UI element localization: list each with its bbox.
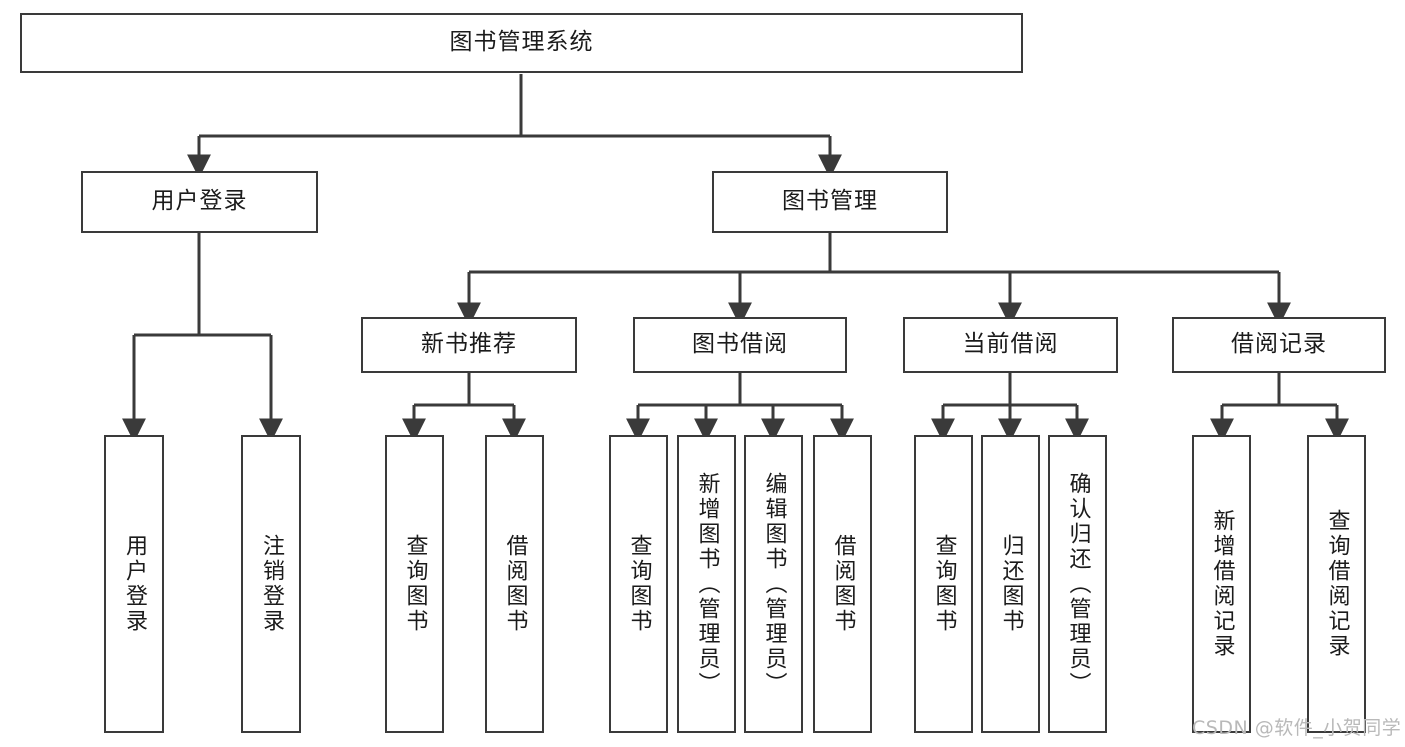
node-root-book-management-system[interactable]: 图书管理系统 bbox=[20, 13, 1023, 73]
node-label: 新书推荐 bbox=[421, 331, 517, 358]
node-label: 查询图书 bbox=[931, 534, 957, 634]
node-label: 查询图书 bbox=[626, 534, 652, 634]
node-label: 图书借阅 bbox=[692, 331, 788, 358]
leaf-add-borrow-record[interactable]: 新增借阅记录 bbox=[1192, 435, 1251, 733]
leaf-edit-book-admin[interactable]: 编辑图书（管理员） bbox=[744, 435, 803, 733]
node-label: 借阅图书 bbox=[502, 534, 528, 634]
node-label: 图书管理系统 bbox=[449, 29, 594, 56]
csdn-watermark: CSDN @软件_小贺同学 bbox=[1192, 717, 1402, 739]
node-label: 借阅图书 bbox=[830, 534, 856, 634]
node-current-borrow[interactable]: 当前借阅 bbox=[903, 317, 1118, 373]
node-label: 图书管理 bbox=[782, 188, 878, 215]
leaf-logout-login[interactable]: 注销登录 bbox=[241, 435, 301, 733]
node-label: 新增借阅记录 bbox=[1209, 509, 1235, 659]
node-label: 用户登录 bbox=[121, 534, 147, 634]
leaf-query-book-borrow[interactable]: 查询图书 bbox=[609, 435, 668, 733]
leaf-query-book-new-recommend[interactable]: 查询图书 bbox=[385, 435, 444, 733]
node-label: 借阅记录 bbox=[1231, 331, 1327, 358]
node-new-book-recommend[interactable]: 新书推荐 bbox=[361, 317, 577, 373]
leaf-user-login[interactable]: 用户登录 bbox=[104, 435, 164, 733]
leaf-query-book-current[interactable]: 查询图书 bbox=[914, 435, 973, 733]
node-label: 注销登录 bbox=[258, 534, 284, 634]
node-book-borrow[interactable]: 图书借阅 bbox=[633, 317, 847, 373]
leaf-borrow-book-new-recommend[interactable]: 借阅图书 bbox=[485, 435, 544, 733]
leaf-query-borrow-record[interactable]: 查询借阅记录 bbox=[1307, 435, 1366, 733]
leaf-add-book-admin[interactable]: 新增图书（管理员） bbox=[677, 435, 736, 733]
node-label: 查询图书 bbox=[402, 534, 428, 634]
node-borrow-record[interactable]: 借阅记录 bbox=[1172, 317, 1386, 373]
node-label: 查询借阅记录 bbox=[1324, 509, 1350, 659]
node-label: 确认归还（管理员） bbox=[1065, 471, 1091, 697]
leaf-return-book[interactable]: 归还图书 bbox=[981, 435, 1040, 733]
node-label: 归还图书 bbox=[998, 534, 1024, 634]
node-label: 用户登录 bbox=[151, 188, 248, 215]
node-label: 编辑图书（管理员） bbox=[761, 471, 787, 697]
node-label: 当前借阅 bbox=[962, 331, 1059, 358]
node-label: 新增图书（管理员） bbox=[694, 471, 720, 697]
leaf-borrow-book[interactable]: 借阅图书 bbox=[813, 435, 872, 733]
node-user-login[interactable]: 用户登录 bbox=[81, 171, 318, 233]
leaf-confirm-return-admin[interactable]: 确认归还（管理员） bbox=[1048, 435, 1107, 733]
node-book-management[interactable]: 图书管理 bbox=[712, 171, 948, 233]
